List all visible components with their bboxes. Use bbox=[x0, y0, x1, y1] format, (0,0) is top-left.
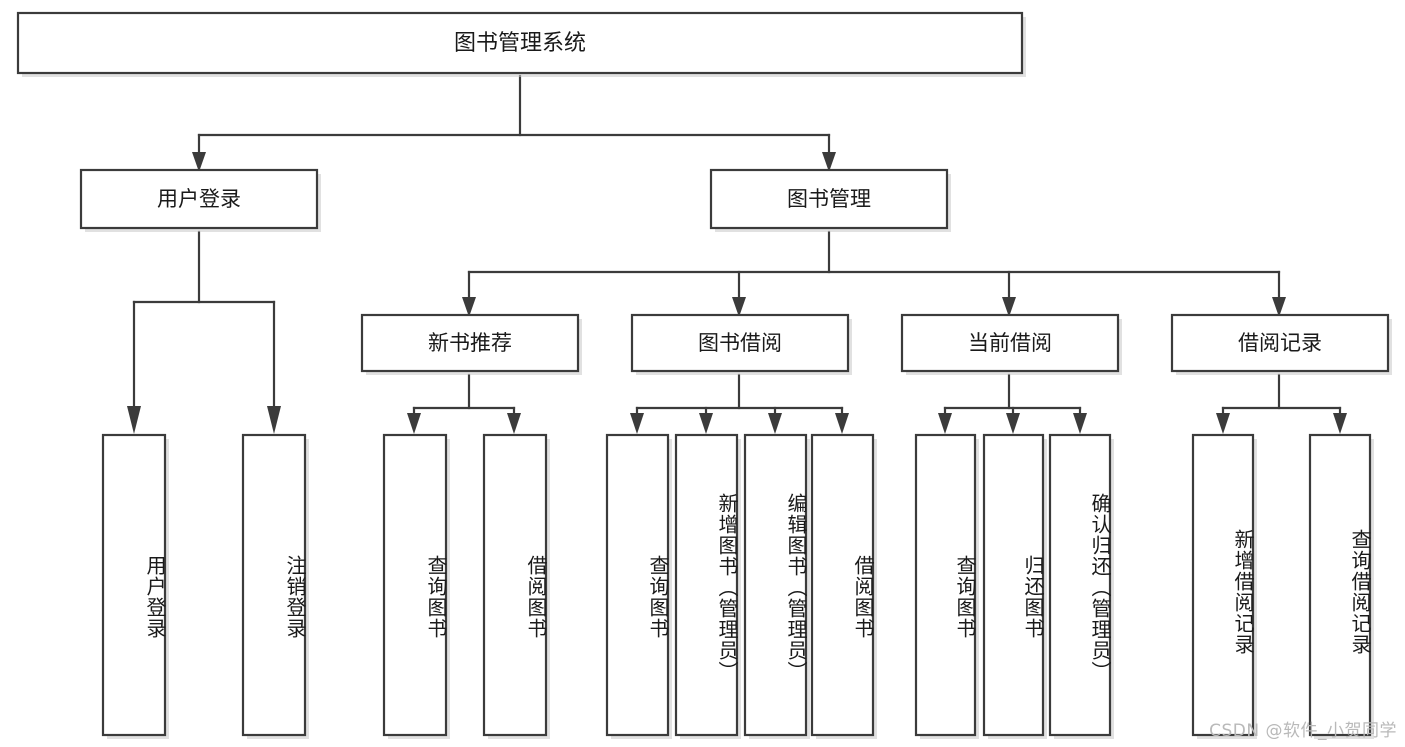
arrow-leaf-query-borrow-record bbox=[1333, 413, 1347, 434]
arrow-leaf-query-book-2 bbox=[630, 413, 644, 434]
borrow-record-node-box[interactable] bbox=[1170, 313, 1390, 373]
arrow-leaf-user-logout bbox=[267, 406, 281, 434]
leaf-add-book-admin-box[interactable] bbox=[674, 433, 739, 737]
arrow-leaf-borrow-book-2 bbox=[835, 413, 849, 434]
leaf-query-book-1-label: 查询图书 bbox=[424, 555, 448, 639]
connector-layer bbox=[127, 74, 1347, 434]
leaf-return-book-label: 归还图书 bbox=[1021, 555, 1045, 639]
leaf-user-login-label: 用户登录 bbox=[143, 555, 167, 639]
book-borrow-node-label: 图书借阅 bbox=[698, 331, 782, 355]
arrow-leaf-edit-book-admin bbox=[768, 413, 782, 434]
current-borrow-node-label: 当前借阅 bbox=[968, 331, 1052, 355]
leaf-borrow-book-1-label: 借阅图书 bbox=[524, 555, 548, 639]
leaf-query-book-1-box[interactable] bbox=[382, 433, 448, 737]
leaf-confirm-return-box[interactable] bbox=[1048, 433, 1112, 737]
arrow-leaf-user-login bbox=[127, 406, 141, 434]
arrow-borrow-record bbox=[1272, 297, 1286, 317]
leaf-query-borrow-record-box[interactable] bbox=[1308, 433, 1372, 737]
leaf-edit-book-admin-label: 编辑图书（管理员） bbox=[784, 492, 808, 682]
leaf-user-login-box[interactable] bbox=[101, 433, 167, 737]
arrow-leaf-borrow-book-1 bbox=[507, 413, 521, 434]
current-borrow-node-box[interactable] bbox=[900, 313, 1120, 373]
leaf-add-borrow-record-box[interactable] bbox=[1191, 433, 1255, 737]
leaf-add-borrow-record-label: 新增借阅记录 bbox=[1231, 529, 1255, 655]
root-node-label: 图书管理系统 bbox=[454, 31, 586, 56]
leaf-query-book-3-label: 查询图书 bbox=[953, 555, 977, 639]
arrow-new-book-recommend bbox=[462, 297, 476, 317]
csdn-watermark: CSDN @软件_小贺同学 bbox=[1209, 721, 1397, 741]
leaf-user-logout-box[interactable] bbox=[241, 433, 307, 737]
leaf-borrow-book-2-box[interactable] bbox=[810, 433, 875, 737]
arrow-leaf-add-book-admin bbox=[699, 413, 713, 434]
leaf-confirm-return-label: 确认归还（管理员） bbox=[1088, 492, 1112, 682]
arrow-book-manage bbox=[822, 152, 836, 172]
book-manage-node-box[interactable] bbox=[709, 168, 949, 230]
root-node-box[interactable] bbox=[16, 11, 1024, 75]
leaf-add-book-admin-label: 新增图书（管理员） bbox=[715, 492, 739, 682]
new-book-recommend-node-box[interactable] bbox=[360, 313, 580, 373]
borrow-record-node-label: 借阅记录 bbox=[1238, 331, 1322, 355]
arrow-current-borrow bbox=[1002, 297, 1016, 317]
book-borrow-node-box[interactable] bbox=[630, 313, 850, 373]
user-login-node-label: 用户登录 bbox=[157, 187, 241, 211]
leaf-return-book-box[interactable] bbox=[982, 433, 1045, 737]
arrow-book-borrow bbox=[732, 297, 746, 317]
user-login-node-box[interactable] bbox=[79, 168, 319, 230]
new-book-recommend-node-label: 新书推荐 bbox=[428, 331, 512, 355]
arrow-leaf-add-borrow-record bbox=[1216, 413, 1230, 434]
leaf-query-book-2-label: 查询图书 bbox=[646, 555, 670, 639]
book-manage-node-label: 图书管理 bbox=[787, 187, 871, 211]
arrow-leaf-confirm-return bbox=[1073, 413, 1087, 434]
leaf-query-borrow-record-label: 查询借阅记录 bbox=[1348, 529, 1372, 655]
leaf-edit-book-admin-box[interactable] bbox=[743, 433, 808, 737]
leaf-borrow-book-2-label: 借阅图书 bbox=[851, 555, 875, 639]
leaf-query-book-2-box[interactable] bbox=[605, 433, 670, 737]
arrow-leaf-query-book-1 bbox=[407, 413, 421, 434]
arrow-user-login bbox=[192, 152, 206, 172]
leaf-borrow-book-1-box[interactable] bbox=[482, 433, 548, 737]
arrow-leaf-return-book bbox=[1006, 413, 1020, 434]
arrow-leaf-query-book-3 bbox=[938, 413, 952, 434]
leaf-query-book-3-box[interactable] bbox=[914, 433, 977, 737]
leaf-user-logout-label: 注销登录 bbox=[283, 555, 307, 639]
node-layer: 图书管理系统 用户登录 图书管理 新书推荐 图书借阅 当前借阅 借阅记录 bbox=[16, 11, 1392, 739]
